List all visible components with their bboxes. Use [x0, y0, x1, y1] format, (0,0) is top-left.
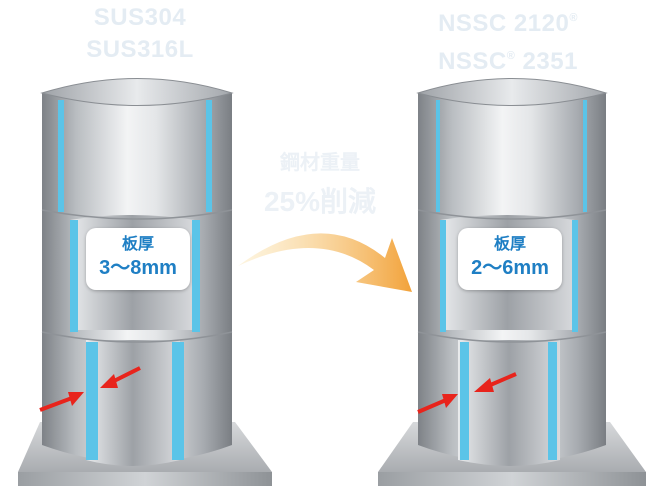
left-wall-edge-low-left [86, 342, 98, 460]
reduction-curved-arrow [238, 233, 412, 292]
right-thickness-arrow-right [487, 372, 517, 388]
left-cutaway-lower [86, 340, 180, 466]
left-material-title: SUS304 SUS316L [40, 2, 240, 66]
right-arrowhead-left [442, 394, 458, 408]
left-tank-top [40, 78, 234, 106]
left-material-line2: SUS316L [86, 36, 194, 63]
right-thickness-value: 2〜6mm [471, 257, 549, 279]
left-thickness-arrow-left [39, 396, 73, 412]
right-thickness-label: 板厚 [493, 236, 526, 253]
right-wall-edge-top-left [436, 100, 440, 212]
right-wall-edge-low-left [460, 342, 469, 460]
right-tank-top [416, 78, 608, 106]
right-material-line1: NSSC 2120® [438, 10, 578, 37]
left-arrowhead-right [100, 374, 118, 388]
right-thickness-arrow-left [417, 398, 447, 414]
right-seam-1 [417, 209, 607, 220]
right-wall-edge-mid-right [572, 220, 578, 332]
left-material-line1: SUS304 [93, 4, 187, 31]
left-seam-1 [41, 209, 233, 220]
right-material-title: NSSC 2120® NSSC® 2351 [408, 2, 608, 78]
registered-mark: ® [569, 12, 578, 24]
weight-reduction-value: 25%削減 [263, 186, 377, 217]
left-arrowhead-left [68, 392, 84, 406]
right-wall-edge-top-right [583, 100, 587, 212]
left-thickness-label-box: 板厚 3〜8mm [86, 228, 190, 290]
left-wall-edge-top-left [58, 100, 64, 212]
left-base-edge [18, 472, 272, 486]
registered-mark: ® [506, 50, 516, 62]
left-thickness-arrow-right [111, 366, 141, 384]
right-seam-2 [417, 331, 607, 343]
right-arrowhead-right [474, 378, 494, 392]
right-base-edge [378, 472, 646, 486]
right-wall-edge-low-right [548, 342, 557, 460]
left-wall-edge-low-right [172, 342, 184, 460]
right-cutaway-lower [458, 340, 560, 466]
right-wall-edge-mid-left [440, 220, 446, 332]
left-thickness-value: 3〜8mm [99, 257, 177, 279]
left-wall-edge-top-right [206, 100, 212, 212]
weight-reduction-label: 鋼材重量 [280, 152, 360, 174]
left-wall-edge-mid-right [192, 220, 200, 332]
right-material-line2: NSSC® 2351 [438, 48, 578, 75]
left-thickness-label: 板厚 [121, 236, 154, 253]
right-thickness-label-box: 板厚 2〜6mm [458, 228, 562, 290]
left-wall-edge-mid-left [70, 220, 78, 332]
left-seam-2 [41, 331, 233, 343]
